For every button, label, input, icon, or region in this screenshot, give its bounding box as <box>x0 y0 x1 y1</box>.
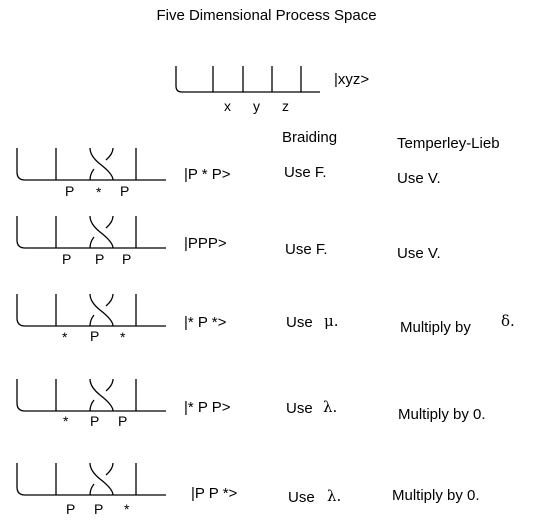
row2-below-2: P <box>95 251 105 267</box>
row-diagram-3 <box>16 293 166 327</box>
row4-braid-text: Use <box>286 400 313 417</box>
row2-braid-text: Use F. <box>285 241 328 258</box>
top-strand-diagram <box>175 66 320 93</box>
row-diagram-1 <box>16 147 166 181</box>
row3-below-2: P <box>90 328 100 344</box>
row3-below-1: * <box>62 329 68 345</box>
page-title: Five Dimensional Process Space <box>156 7 377 24</box>
row5-below-3: * <box>124 501 130 517</box>
row1-braid-text: Use F. <box>284 164 327 181</box>
row1-below-3: P <box>120 183 130 199</box>
row2-ket: |PPP> <box>184 235 227 252</box>
top-label-z: z <box>282 98 289 114</box>
row5-ket: |P P *> <box>191 485 238 502</box>
top-ket: |xyz> <box>334 71 370 88</box>
row3-tl-text: Multiply by <box>400 319 471 336</box>
header-temperley-lieb: Temperley-Lieb <box>397 135 500 152</box>
row3-braid-text: Use <box>286 314 313 331</box>
row3-ket: |* P *> <box>184 314 227 331</box>
row4-braid-lambda: λ. <box>323 398 338 416</box>
row3-tl-delta: δ. <box>501 312 515 330</box>
row5-below-2: P <box>94 501 104 517</box>
row3-below-3: * <box>120 329 126 345</box>
row1-below-2: * <box>96 184 102 200</box>
row1-below-1: P <box>65 183 75 199</box>
row5-braid-lambda: λ. <box>327 487 342 505</box>
row1-tl-text: Use V. <box>397 170 441 187</box>
row5-tl-text: Multiply by 0. <box>392 487 480 504</box>
top-label-x: x <box>224 98 231 114</box>
row-diagram-2 <box>16 215 166 249</box>
row5-braid-text: Use <box>288 489 315 506</box>
row-diagram-4 <box>16 378 166 412</box>
row4-below-3: P <box>118 413 128 429</box>
row2-tl-text: Use V. <box>397 245 441 262</box>
row3-braid-mu: μ. <box>324 312 339 330</box>
top-baseline-cup <box>175 66 320 93</box>
top-label-y: y <box>253 98 260 114</box>
row2-below-3: P <box>122 251 132 267</box>
row4-tl-text: Multiply by 0. <box>398 406 486 423</box>
row-diagram-5 <box>16 462 166 496</box>
header-braiding: Braiding <box>282 129 338 146</box>
row5-below-1: P <box>66 501 76 517</box>
row2-below-1: P <box>62 251 72 267</box>
row4-below-1: * <box>63 413 69 429</box>
row1-ket: |P * P> <box>184 166 231 183</box>
row4-ket: |* P P> <box>184 399 231 416</box>
row4-below-2: P <box>90 413 100 429</box>
